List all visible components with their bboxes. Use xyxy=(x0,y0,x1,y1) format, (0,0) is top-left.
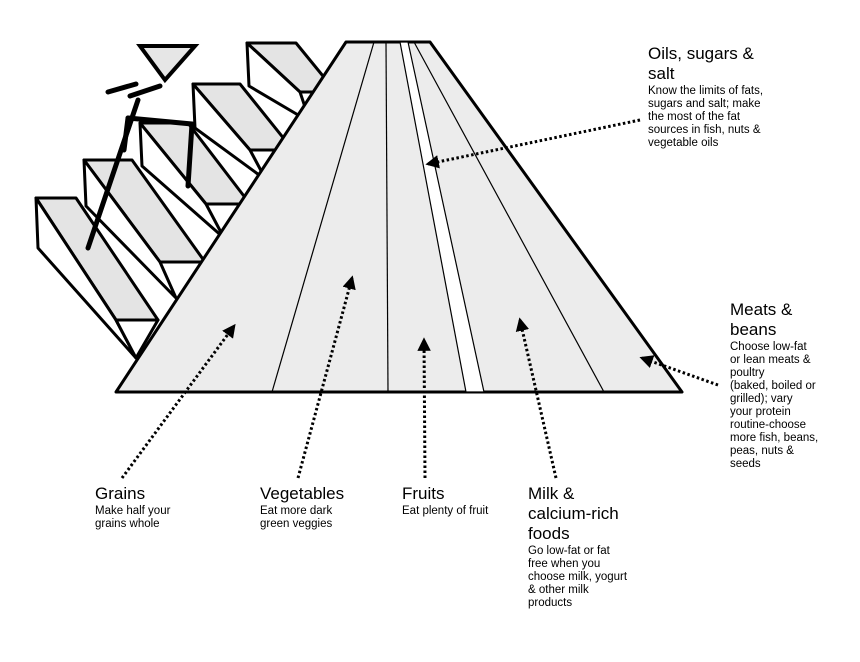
stick-figure-leg xyxy=(121,115,131,153)
stair-step-1 xyxy=(34,196,160,360)
label-oils-title: Oils, sugars & salt xyxy=(648,44,754,83)
stick-figure-leg xyxy=(185,121,195,189)
arrow-oils xyxy=(425,118,641,169)
label-oils-desc: Know the limits of fats, sugars and salt… xyxy=(648,85,764,149)
label-milk: Milk & calcium-rich foods Go low-fat or … xyxy=(528,484,627,610)
label-meats-title: Meats & beans xyxy=(730,300,793,339)
band-divider xyxy=(271,41,375,393)
label-milk-desc: Go low-fat or fat free when you choose m… xyxy=(528,545,628,609)
band-oils xyxy=(399,41,485,393)
arrow-milk xyxy=(515,317,558,479)
label-milk-title: Milk & calcium-rich foods xyxy=(528,484,619,543)
label-meats: Meats & beans Choose low-fat or lean mea… xyxy=(730,300,818,471)
stick-figure-leg xyxy=(125,115,195,127)
arrow-grains xyxy=(120,323,236,479)
stick-figure xyxy=(85,44,200,251)
pyramid xyxy=(114,40,684,394)
label-grains-desc: Make half your grains whole xyxy=(95,505,171,530)
arrows xyxy=(120,118,719,479)
stick-figure-head xyxy=(136,44,200,84)
arrow-meats xyxy=(639,355,719,387)
label-fruits: Fruits Eat plenty of fruit xyxy=(402,484,488,518)
stick-figure-arm xyxy=(105,81,139,95)
label-vegetables-title: Vegetables xyxy=(260,484,345,503)
arrow-fruits xyxy=(417,337,431,479)
label-vegetables: Vegetables Eat more dark green veggies xyxy=(260,484,344,531)
stick-figure-arm xyxy=(127,83,163,99)
label-meats-desc: Choose low-fat or lean meats & poultry (… xyxy=(730,341,819,470)
label-grains: Grains Make half your grains whole xyxy=(95,484,170,531)
pyramid-body xyxy=(114,40,684,394)
band-divider xyxy=(385,41,389,393)
label-vegetables-desc: Eat more dark green veggies xyxy=(260,505,333,530)
label-fruits-desc: Eat plenty of fruit xyxy=(402,505,489,517)
band-divider xyxy=(413,41,605,393)
label-fruits-title: Fruits xyxy=(402,484,445,503)
label-oils: Oils, sugars & salt Know the limits of f… xyxy=(648,44,763,150)
label-grains-title: Grains xyxy=(95,484,146,503)
